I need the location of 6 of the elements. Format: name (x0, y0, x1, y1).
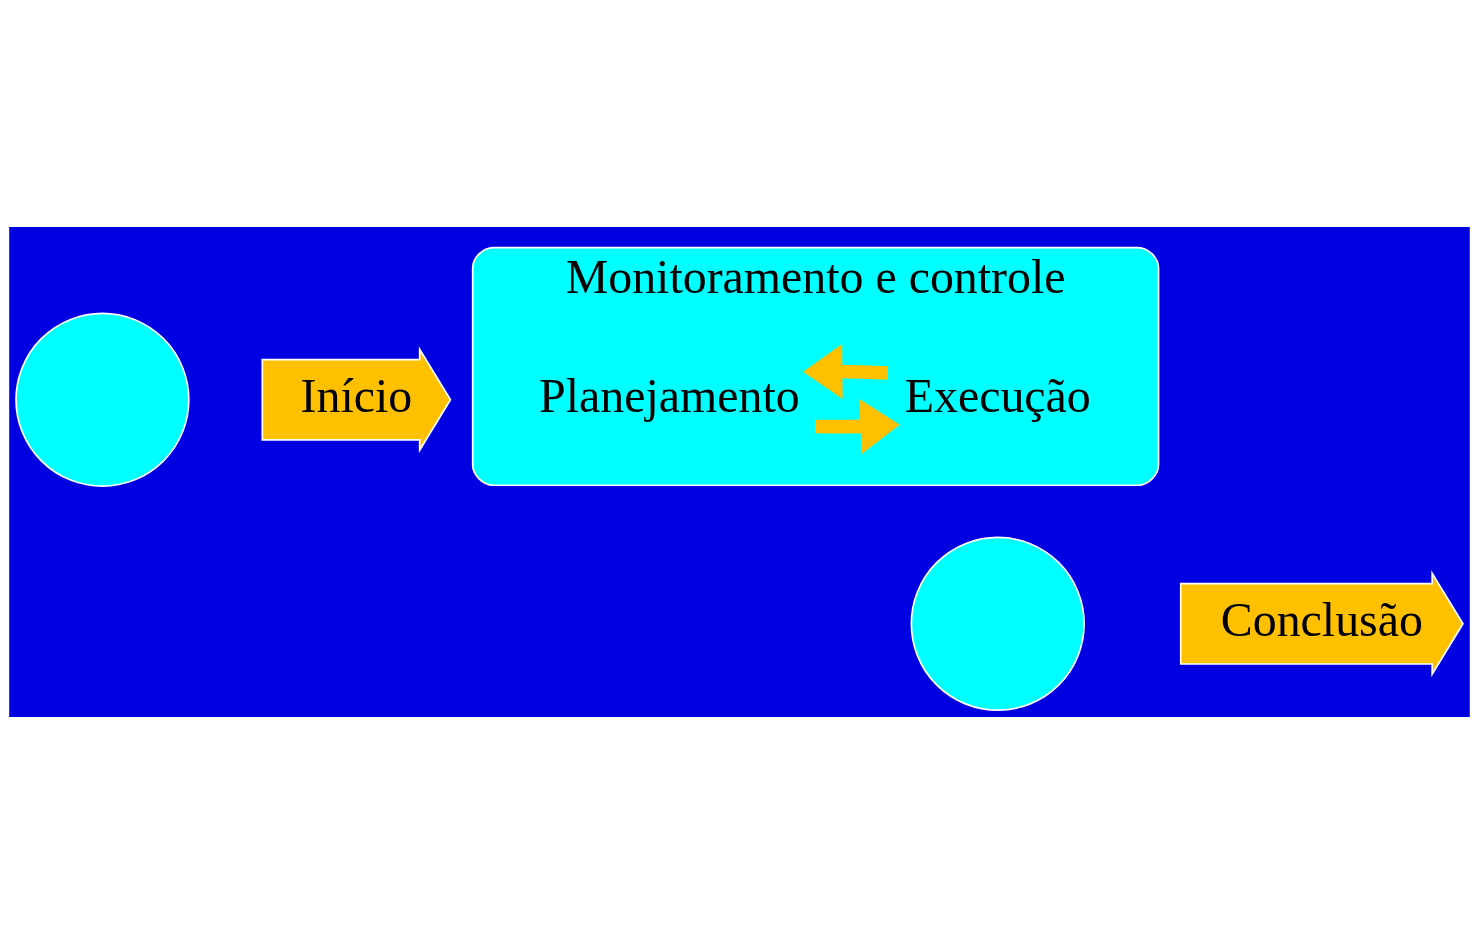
node-circle (910, 536, 1085, 711)
node-text: Planejamento (539, 368, 800, 422)
arrow (803, 343, 889, 399)
node-text: Execução (904, 368, 1091, 422)
arrow (814, 398, 900, 454)
node-circle (15, 312, 190, 487)
